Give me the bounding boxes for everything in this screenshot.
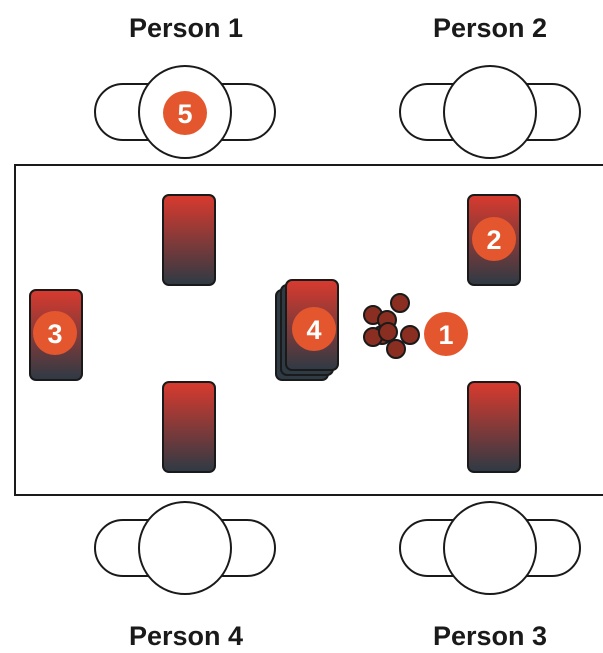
seat-person-3	[399, 501, 581, 595]
card-person-4	[162, 381, 216, 473]
badge-seat-person-1: 5	[163, 91, 207, 135]
person-4-label: Person 4	[129, 621, 243, 651]
seat-person-4	[94, 501, 276, 595]
badge-4-text: 4	[306, 315, 321, 345]
badge-deck: 4	[292, 307, 336, 351]
person-3-label: Person 3	[433, 621, 547, 651]
badge-chips: 1	[424, 312, 468, 356]
badge-card-person-2: 2	[472, 217, 516, 261]
chips-icon	[363, 293, 420, 359]
badge-1-text: 1	[438, 320, 453, 350]
badge-2-text: 2	[486, 225, 501, 255]
card-person-1	[162, 194, 216, 286]
seat-person-2	[399, 65, 581, 159]
person-2-label: Person 2	[433, 13, 547, 43]
badge-card-left: 3	[33, 311, 77, 355]
badge-5-text: 5	[177, 99, 192, 129]
person-1-label: Person 1	[129, 13, 243, 43]
card-person-3	[467, 381, 521, 473]
badge-3-text: 3	[47, 319, 62, 349]
